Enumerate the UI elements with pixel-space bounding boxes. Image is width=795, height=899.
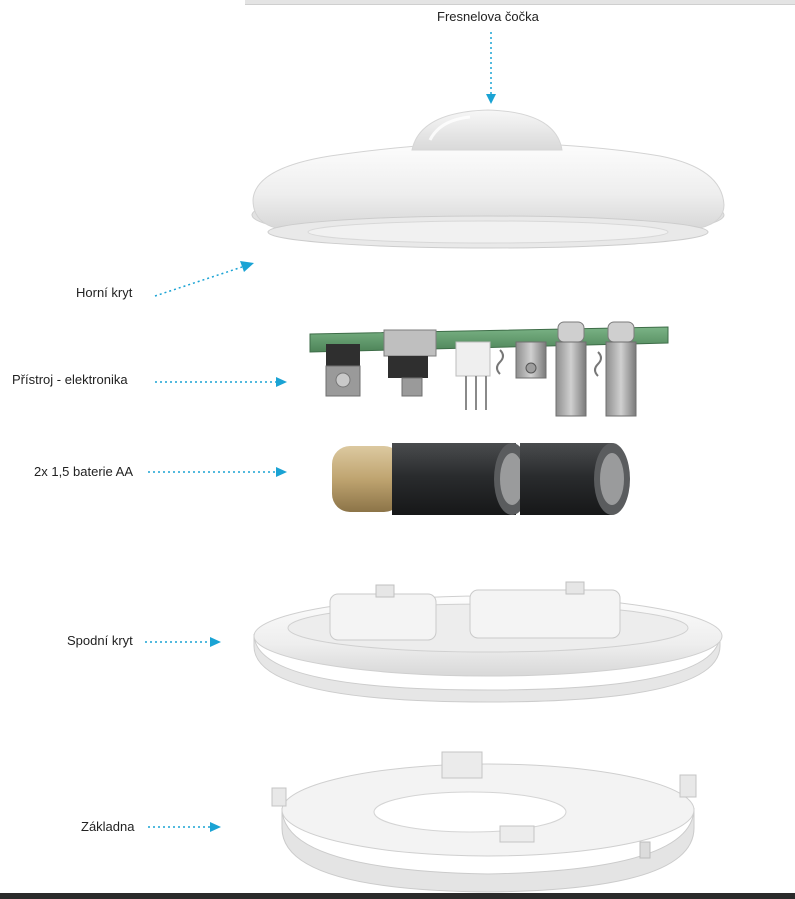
bottom-rule <box>0 893 795 899</box>
label-base: Základna <box>81 819 135 834</box>
arrow-base <box>148 822 221 832</box>
label-top-cover: Horní kryt <box>76 285 133 300</box>
electronics-part <box>309 321 669 417</box>
label-electronics: Přístroj - elektronika <box>12 372 128 387</box>
arrow-top-cover <box>154 261 254 297</box>
top-cover-part <box>251 142 725 249</box>
bottom-cover-part <box>253 581 723 703</box>
arrow-batteries <box>148 467 287 477</box>
arrow-electronics <box>155 377 287 387</box>
base-part <box>271 751 697 893</box>
arrow-fresnel-lens <box>486 32 496 104</box>
arrow-bottom-cover <box>145 637 221 647</box>
label-batteries: 2x 1,5 baterie AA <box>34 464 134 479</box>
batteries-part <box>332 443 630 515</box>
label-fresnel-lens: Fresnelova čočka <box>437 9 539 24</box>
fresnel-lens-part <box>411 109 563 151</box>
label-bottom-cover: Spodní kryt <box>67 633 133 648</box>
top-rule <box>245 0 795 5</box>
leader-arrows <box>145 32 496 832</box>
